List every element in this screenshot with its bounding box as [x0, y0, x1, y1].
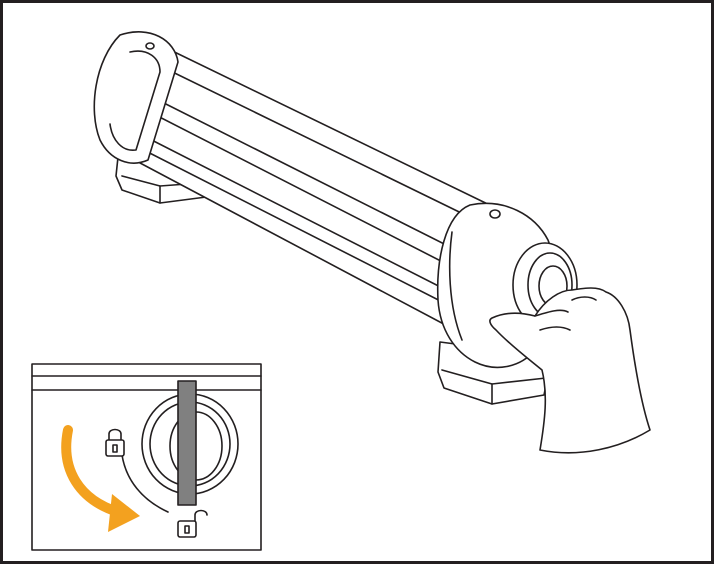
left-end-cap — [93, 31, 179, 164]
padlock-open-icon — [177, 509, 208, 538]
curved-arrow-icon — [61, 425, 140, 532]
lock-turn-arc — [121, 454, 169, 513]
padlock-closed-icon — [105, 428, 125, 457]
hand — [489, 287, 651, 454]
key — [177, 380, 197, 506]
